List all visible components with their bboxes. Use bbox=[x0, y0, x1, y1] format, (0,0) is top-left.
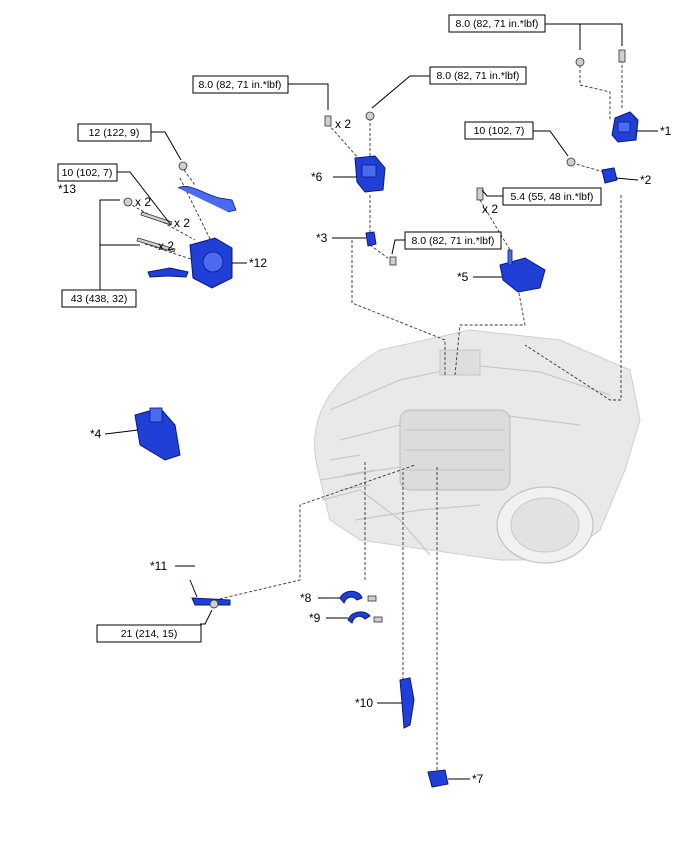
svg-text:10 (102, 7): 10 (102, 7) bbox=[62, 167, 113, 179]
qty-13-a: x 2 bbox=[135, 195, 151, 209]
torque-spec-8-mid: 8.0 (82, 71 in.*lbf) bbox=[404, 231, 502, 250]
torque-spec-5-4: 5.4 (55, 48 in.*lbf) bbox=[502, 187, 602, 206]
part-7-hose-end[interactable] bbox=[427, 769, 449, 788]
callout-1: *1 bbox=[660, 124, 672, 138]
torque-spec-10-left: 10 (102, 7) bbox=[57, 163, 118, 182]
engine-bay-illustration bbox=[314, 329, 641, 564]
callout-9: *9 bbox=[309, 611, 321, 625]
part-1-bracket[interactable] bbox=[611, 111, 639, 143]
torque-spec-43: 43 (438, 32) bbox=[61, 289, 137, 308]
callout-5: *5 bbox=[457, 270, 469, 284]
svg-text:43 (438, 32): 43 (438, 32) bbox=[71, 293, 128, 305]
callout-12: *12 bbox=[249, 256, 267, 270]
svg-text:8.0 (82, 71 in.*lbf): 8.0 (82, 71 in.*lbf) bbox=[199, 79, 282, 91]
qty-10-left: x 2 bbox=[174, 216, 190, 230]
fasteners bbox=[123, 49, 626, 623]
part-3-clip[interactable] bbox=[365, 231, 377, 247]
svg-text:21 (214, 15): 21 (214, 15) bbox=[121, 628, 178, 640]
part-6-bracket[interactable] bbox=[354, 155, 386, 193]
callout-4: *4 bbox=[90, 427, 102, 441]
qty-5-4: x 2 bbox=[482, 202, 498, 216]
callout-6: *6 bbox=[311, 170, 323, 184]
part-8-hose[interactable] bbox=[339, 590, 363, 605]
callout-11: *11 bbox=[150, 559, 167, 573]
qty-top-mid: x 2 bbox=[335, 117, 351, 131]
part-10-hose[interactable] bbox=[399, 677, 415, 729]
torque-spec-21: 21 (214, 15) bbox=[96, 624, 202, 643]
svg-text:8.0 (82, 71 in.*lbf): 8.0 (82, 71 in.*lbf) bbox=[412, 235, 495, 247]
callout-8: *8 bbox=[300, 591, 312, 605]
svg-text:8.0 (82, 71 in.*lbf): 8.0 (82, 71 in.*lbf) bbox=[437, 70, 520, 82]
svg-text:5.4 (55, 48 in.*lbf): 5.4 (55, 48 in.*lbf) bbox=[511, 191, 594, 203]
part-4-valve[interactable] bbox=[134, 407, 181, 461]
part-12-air-pump[interactable] bbox=[147, 186, 237, 289]
part-5-bracket[interactable] bbox=[499, 249, 546, 293]
part-11-hose[interactable] bbox=[189, 579, 231, 606]
torque-spec-12-122: 12 (122, 9) bbox=[77, 123, 152, 142]
callout-10: *10 bbox=[355, 696, 373, 710]
torque-spec-top-mid-left: 8.0 (82, 71 in.*lbf) bbox=[192, 75, 289, 94]
torque-spec-10-right: 10 (102, 7) bbox=[464, 121, 534, 140]
callout-2: *2 bbox=[640, 173, 652, 187]
qty-13-b: x 2 bbox=[158, 239, 174, 253]
svg-text:10 (102, 7): 10 (102, 7) bbox=[474, 125, 525, 137]
torque-spec-top-right: 8.0 (82, 71 in.*lbf) bbox=[448, 14, 546, 33]
callout-3: *3 bbox=[316, 231, 328, 245]
part-9-hose[interactable] bbox=[347, 611, 371, 624]
callout-7: *7 bbox=[472, 772, 484, 786]
callout-13: *13 bbox=[58, 182, 76, 196]
torque-spec-top-mid-right: 8.0 (82, 71 in.*lbf) bbox=[429, 66, 527, 85]
leader-lines bbox=[99, 23, 658, 780]
svg-text:12 (122, 9): 12 (122, 9) bbox=[89, 127, 140, 139]
svg-text:8.0 (82, 71 in.*lbf): 8.0 (82, 71 in.*lbf) bbox=[456, 18, 539, 30]
part-2-clip[interactable] bbox=[601, 167, 618, 184]
